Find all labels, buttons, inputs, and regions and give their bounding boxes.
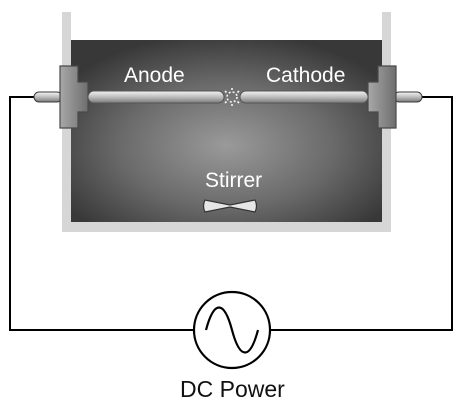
- anode-label: Anode: [124, 64, 185, 87]
- stirrer-label: Stirrer: [205, 169, 262, 192]
- power-label: DC Power: [180, 376, 285, 402]
- stir-bar-icon: [202, 199, 258, 213]
- tank-liquid: [71, 40, 382, 222]
- plasma-spark-icon: [224, 88, 240, 106]
- left-connector-pin: [33, 91, 63, 103]
- right-clamp: [367, 65, 397, 129]
- right-connector-pin: [393, 91, 423, 103]
- ac-sine-source-icon: [192, 290, 272, 370]
- cathode-rod: [239, 90, 369, 104]
- right-wire: [270, 96, 453, 331]
- left-electrode-holder: [33, 65, 89, 129]
- tank-bottom-wall: [62, 222, 391, 232]
- anode-rod: [87, 90, 225, 104]
- reaction-tank: [62, 12, 391, 232]
- left-wire: [9, 96, 193, 331]
- circuit-wires: [9, 96, 453, 331]
- left-clamp: [59, 65, 89, 129]
- right-electrode-holder: [367, 65, 423, 129]
- cathode-label: Cathode: [266, 64, 345, 87]
